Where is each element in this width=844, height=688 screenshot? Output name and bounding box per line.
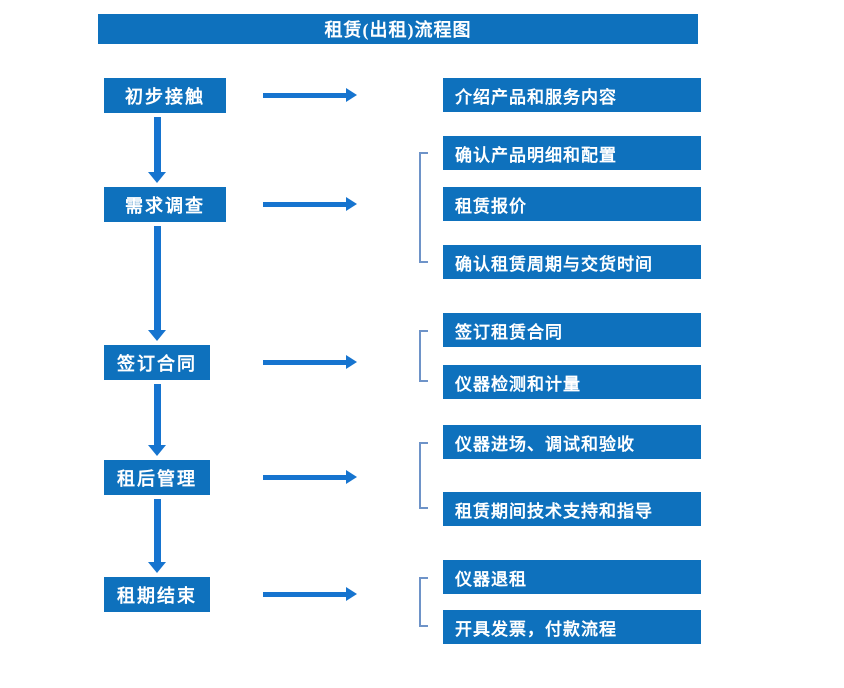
step-box-sign-rental-contract: 签订租赁合同 [443,313,701,347]
step-box-introduce-products: 介绍产品和服务内容 [443,78,701,112]
step-box-confirm-period: 确认租赁周期与交货时间 [443,245,701,279]
group-bracket [419,152,428,263]
flow-title: 租赁(出租)流程图 [324,20,472,40]
group-bracket [419,330,428,382]
step-label: 租赁期间技术支持和指导 [455,501,653,521]
step-box-invoice-payment: 开具发票，付款流程 [443,610,701,644]
stage-label: 签订合同 [117,353,197,374]
step-label: 介绍产品和服务内容 [455,87,617,107]
down-arrow-icon [148,384,166,456]
right-arrow-icon [263,197,357,211]
stage-label: 初步接触 [125,86,205,107]
step-box-instrument-return: 仪器退租 [443,560,701,594]
group-bracket [419,442,428,509]
step-label: 仪器检测和计量 [455,374,581,394]
step-label: 确认产品明细和配置 [455,145,617,165]
step-box-rental-quote: 租赁报价 [443,187,701,221]
flow-title-bar: 租赁(出租)流程图 [98,14,698,44]
step-label: 租赁报价 [455,196,527,216]
right-arrow-icon [263,587,357,601]
stage-box-rental-end: 租期结束 [104,577,210,612]
stage-label: 租后管理 [117,468,197,489]
down-arrow-icon [148,117,166,183]
step-box-instrument-testing: 仪器检测和计量 [443,365,701,399]
stage-box-sign-contract: 签订合同 [104,345,210,380]
right-arrow-icon [263,355,357,369]
group-bracket [419,577,428,627]
stage-label: 租期结束 [117,585,197,606]
right-arrow-icon [263,470,357,484]
step-label: 仪器退租 [455,569,527,589]
step-box-tech-support: 租赁期间技术支持和指导 [443,492,701,526]
down-arrow-icon [148,226,166,341]
step-label: 仪器进场、调试和验收 [455,434,635,454]
step-label: 开具发票，付款流程 [455,619,617,639]
down-arrow-icon [148,499,166,573]
step-label: 签订租赁合同 [455,322,563,342]
right-arrow-icon [263,88,357,102]
stage-box-post-rental: 租后管理 [104,460,210,495]
stage-box-initial-contact: 初步接触 [104,78,226,113]
step-box-instrument-entry: 仪器进场、调试和验收 [443,425,701,459]
stage-box-demand-survey: 需求调查 [104,187,226,222]
step-label: 确认租赁周期与交货时间 [455,254,653,274]
stage-label: 需求调查 [125,195,205,216]
step-box-confirm-details: 确认产品明细和配置 [443,136,701,170]
